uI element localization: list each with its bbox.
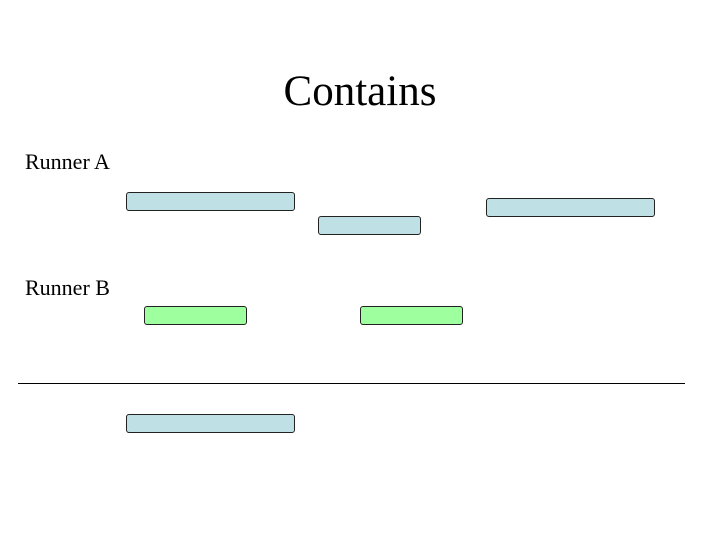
runner-b-label: Runner B [25, 275, 110, 300]
runner-a-interval-1 [126, 192, 295, 211]
result-divider [18, 383, 685, 384]
result-interval-1 [126, 414, 295, 433]
runner-a-label: Runner A [25, 149, 110, 174]
runner-b-interval-1 [144, 306, 247, 325]
runner-b-interval-2 [360, 306, 463, 325]
runner-a-interval-3 [486, 198, 655, 217]
slide-title: Contains [283, 68, 437, 115]
runner-a-interval-2 [318, 216, 421, 235]
